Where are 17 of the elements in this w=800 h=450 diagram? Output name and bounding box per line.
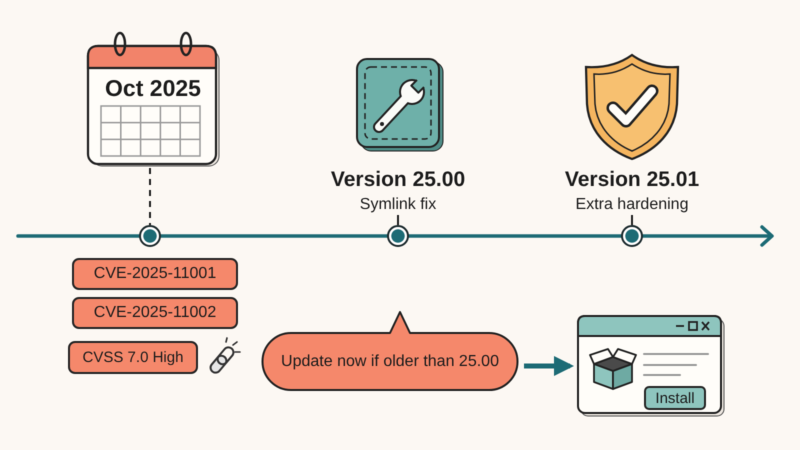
tick-line — [397, 215, 399, 225]
arrow — [524, 356, 574, 376]
version-heading: Version 25.01 — [564, 167, 700, 193]
dashed-connector — [149, 168, 151, 225]
tick-line — [631, 215, 633, 225]
cve-tag: CVE-2025-11001 — [72, 258, 238, 290]
month-label: Oct 2025 — [105, 74, 201, 102]
timeline-dot — [139, 225, 161, 247]
severity-tag: CVSS 7.0 High — [68, 341, 198, 374]
install-button: Install — [644, 386, 706, 410]
timeline-dot — [621, 225, 643, 247]
release-note: Extra hardening — [576, 195, 688, 215]
timeline-dot — [387, 225, 409, 247]
release-note: Symlink fix — [360, 195, 436, 215]
version-heading: Version 25.00 — [330, 167, 466, 193]
cve-tag: CVE-2025-11002 — [72, 297, 238, 329]
bubble-text: Update now if older than 25.00 — [281, 352, 499, 372]
